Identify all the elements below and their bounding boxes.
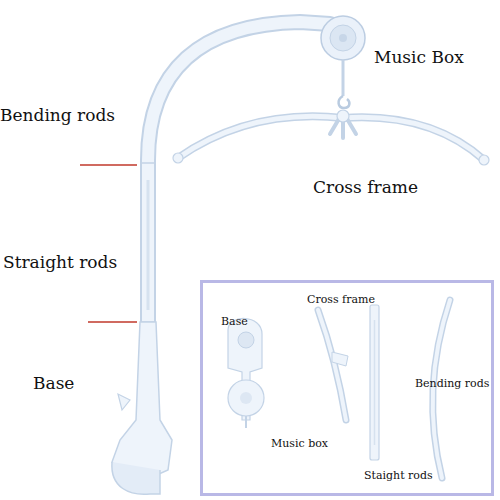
part-label: Bending rods (415, 377, 500, 391)
part-label: Music box (271, 437, 361, 451)
marker-line (88, 321, 137, 323)
part-label: Bending rods (0, 104, 160, 126)
cross-frame-outline (178, 116, 484, 160)
music-box (321, 16, 365, 60)
rod-joint (140, 162, 156, 164)
inset-rod-groove (374, 320, 376, 445)
music-box-face (330, 25, 356, 51)
part-label: Cross frame (307, 293, 397, 307)
inset-base-knob (238, 332, 254, 348)
inset-music-box (228, 380, 264, 416)
base-clamp (112, 322, 172, 478)
base-clip (112, 462, 160, 494)
part-label: Straight rods (3, 251, 163, 273)
part-label: Staight rods (364, 469, 454, 483)
part-label: Base (33, 372, 193, 394)
parts-panel: Cross frameBaseBending rodsMusic boxStai… (200, 280, 494, 496)
marker-line (80, 164, 137, 166)
inset-frame-hub (332, 352, 348, 366)
arm-outline (148, 22, 330, 400)
base-hook (118, 394, 130, 410)
inset-music-box-center (240, 392, 252, 404)
frame-end (173, 153, 183, 163)
inset-hook (245, 416, 247, 428)
straight-rod-groove (147, 180, 150, 310)
cross-frame (178, 116, 484, 160)
part-label: Music Box (374, 46, 500, 68)
inset-straight-rod (370, 305, 379, 460)
part-label: Cross frame (313, 176, 473, 198)
hanger (342, 60, 345, 96)
hook (339, 96, 350, 108)
part-label: Base (221, 315, 311, 329)
frame-end (479, 155, 489, 165)
frame-hub-center (337, 110, 349, 122)
bending-rod (148, 22, 330, 400)
music-box-center (339, 34, 347, 42)
